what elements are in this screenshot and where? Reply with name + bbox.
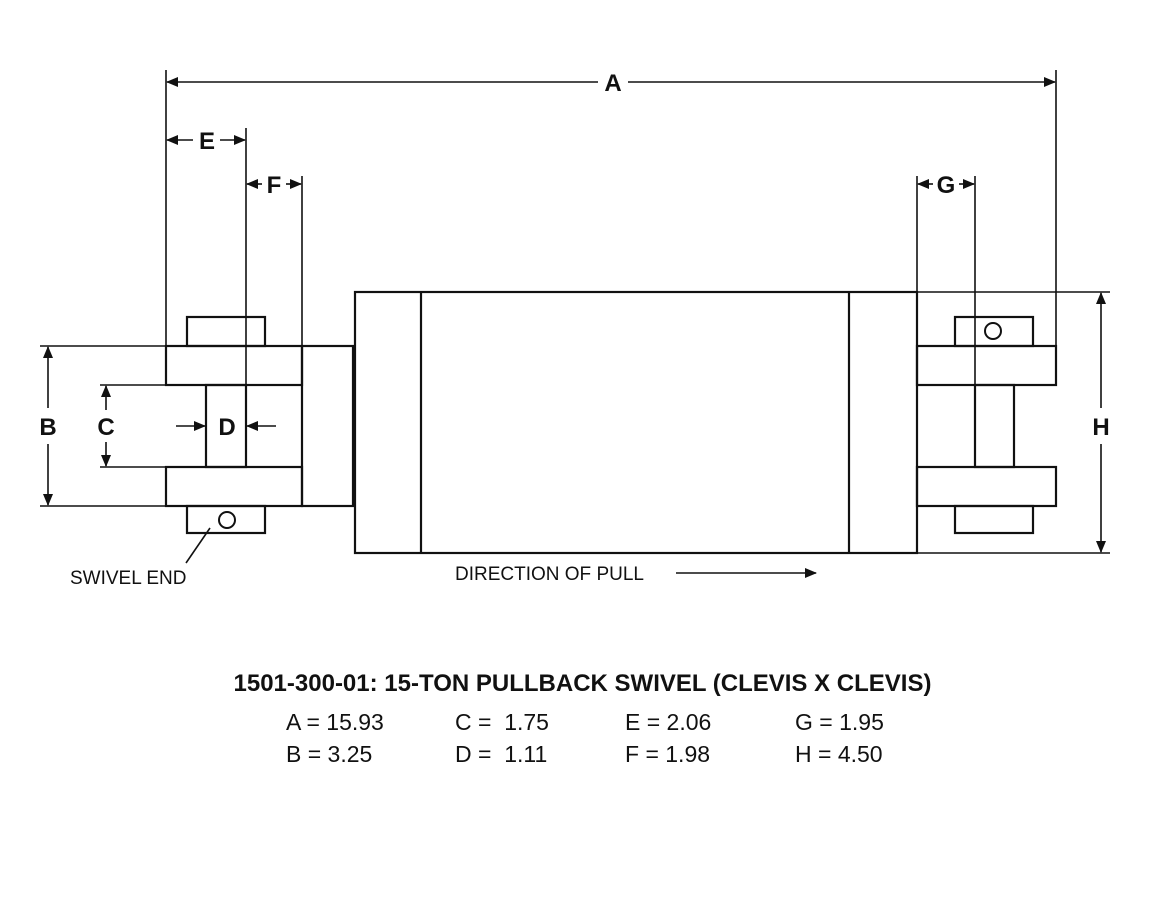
spec-B: B = 3.25 bbox=[286, 741, 373, 767]
right-lower-plate bbox=[915, 465, 1058, 508]
left-lower-plate bbox=[164, 465, 304, 508]
label-D: D bbox=[218, 414, 235, 441]
right-center-block bbox=[973, 383, 1016, 469]
swivel-end-note: SWIVEL END bbox=[70, 568, 187, 589]
label-F: F bbox=[267, 172, 282, 199]
left-pin-hole bbox=[218, 511, 236, 529]
spec-E: E = 2.06 bbox=[625, 709, 712, 735]
left-neck bbox=[300, 344, 355, 508]
label-G: G bbox=[937, 172, 956, 199]
spec-H: H = 4.50 bbox=[795, 741, 883, 767]
drawing-title: 1501-300-01: 15-TON PULLBACK SWIVEL (CLE… bbox=[233, 670, 932, 697]
right-top-pin-cap bbox=[953, 315, 1035, 348]
spec-A: A = 15.93 bbox=[286, 709, 384, 735]
direction-of-pull-note: DIRECTION OF PULL bbox=[455, 564, 644, 585]
spec-D: D = 1.11 bbox=[455, 741, 548, 767]
label-H: H bbox=[1092, 414, 1109, 441]
swivel-body bbox=[353, 290, 919, 555]
label-A: A bbox=[604, 70, 621, 97]
right-pin-hole bbox=[984, 322, 1002, 340]
left-upper-plate bbox=[164, 344, 304, 387]
spec-C: C = 1.75 bbox=[455, 709, 549, 735]
label-C: C bbox=[97, 414, 114, 441]
left-bottom-pin-cap bbox=[185, 504, 267, 535]
right-bottom-pin-cap bbox=[953, 504, 1035, 535]
spec-F: F = 1.98 bbox=[625, 741, 711, 767]
right-upper-plate bbox=[915, 344, 1058, 387]
swivel-drawing: A E F G B C D H SWIVEL END DIRECTION OF … bbox=[39, 70, 1110, 589]
spec-G: G = 1.95 bbox=[795, 709, 884, 735]
label-B: B bbox=[39, 414, 56, 441]
label-E: E bbox=[199, 128, 215, 155]
swivel-end-leader bbox=[185, 527, 211, 564]
left-top-pin-cap bbox=[185, 315, 267, 348]
